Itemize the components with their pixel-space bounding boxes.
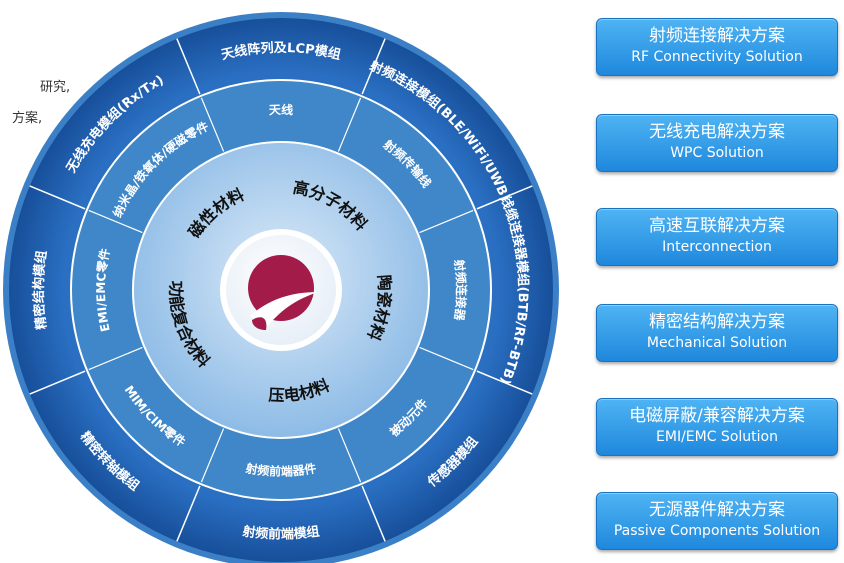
solution-interconnection-zh: 高速互联解决方案 bbox=[649, 216, 785, 236]
outer-divider bbox=[476, 370, 533, 395]
outer-divider bbox=[29, 370, 86, 395]
solution-mechanical-en: Mechanical Solution bbox=[646, 335, 788, 351]
middle-divider bbox=[337, 428, 362, 483]
solution-button-wpc[interactable]: 无线充电解决方案 WPC Solution bbox=[596, 114, 838, 172]
middle-ring-label: EMI/EMC零件 bbox=[94, 247, 113, 333]
outer-ring-label: 天线阵列及LCP模组 bbox=[220, 40, 342, 63]
outer-divider bbox=[476, 185, 533, 210]
outer-divider bbox=[176, 38, 201, 95]
solution-mechanical-zh: 精密结构解决方案 bbox=[649, 312, 785, 332]
solution-button-emi[interactable]: 电磁屏蔽/兼容解决方案 EMI/EMC Solution bbox=[596, 398, 838, 456]
solution-button-interconnection[interactable]: 高速互联解决方案 Interconnection bbox=[596, 208, 838, 266]
solution-emi-en: EMI/EMC Solution bbox=[656, 429, 778, 445]
solution-wpc-zh: 无线充电解决方案 bbox=[649, 122, 785, 142]
middle-divider bbox=[419, 209, 474, 234]
middle-divider bbox=[88, 346, 143, 371]
middle-ring-label: 射频连接器 bbox=[451, 257, 469, 322]
outer-divider bbox=[29, 185, 86, 210]
solution-button-rf[interactable]: 射频连接解决方案 RF Connectivity Solution bbox=[596, 18, 838, 76]
middle-divider bbox=[200, 97, 225, 152]
intro-text: 研究, 方案, bbox=[0, 72, 70, 134]
middle-divider bbox=[88, 209, 143, 234]
solution-rf-en: RF Connectivity Solution bbox=[631, 49, 803, 65]
middle-ring-label: 射频前端器件 bbox=[244, 460, 318, 479]
middle-divider bbox=[200, 428, 225, 483]
outer-divider bbox=[361, 485, 386, 542]
center-logo bbox=[220, 229, 342, 351]
logo-icon bbox=[248, 255, 318, 330]
outer-ring-label: 射频前端模组 bbox=[241, 523, 321, 542]
solution-button-mechanical[interactable]: 精密结构解决方案 Mechanical Solution bbox=[596, 304, 838, 362]
outer-divider bbox=[176, 485, 201, 542]
outer-divider bbox=[361, 38, 386, 95]
solution-interconnection-en: Interconnection bbox=[662, 239, 772, 255]
intro-line-1: 研究, bbox=[40, 80, 71, 95]
solution-passive-en: Passive Components Solution bbox=[613, 523, 821, 539]
middle-divider bbox=[419, 346, 474, 371]
solution-wpc-en: WPC Solution bbox=[670, 145, 764, 161]
solution-passive-zh: 无源器件解决方案 bbox=[649, 500, 785, 520]
middle-divider bbox=[337, 97, 362, 152]
capability-wheel: 射频连接模组(BLE/WiFi/UWB)线缆连接器模组(BTB/RF-BTB)传… bbox=[3, 12, 559, 563]
solution-emi-zh: 电磁屏蔽/兼容解决方案 bbox=[629, 406, 805, 426]
solution-rf-zh: 射频连接解决方案 bbox=[649, 26, 785, 46]
intro-line-2: 方案, bbox=[12, 111, 43, 126]
solution-button-passive[interactable]: 无源器件解决方案 Passive Components Solution bbox=[596, 492, 838, 550]
